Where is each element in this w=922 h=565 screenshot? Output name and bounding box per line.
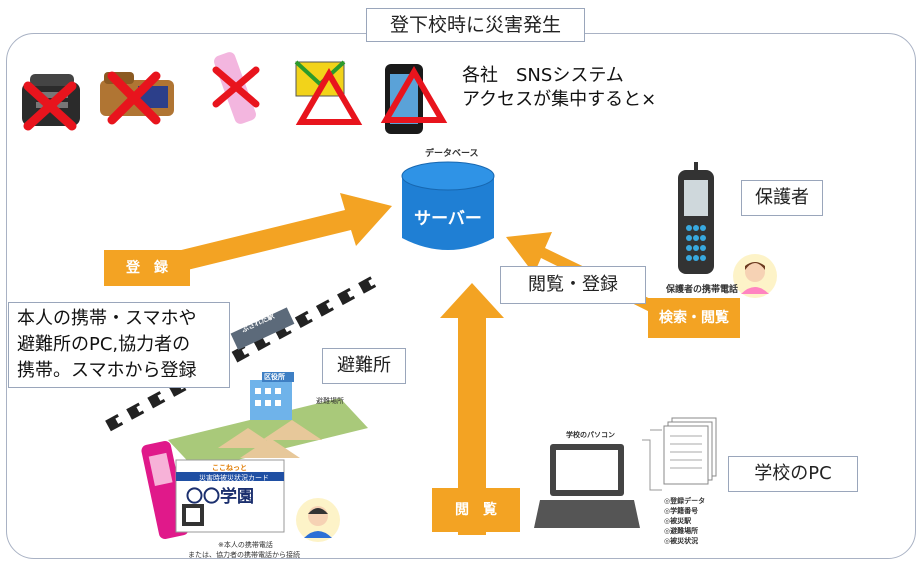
guardian-label: 保護者 <box>741 180 823 216</box>
document-item: ◎学籍番号 <box>664 507 699 515</box>
diagram-title: 登下校時に災害発生 <box>366 8 585 42</box>
guardian-phone-icon <box>678 162 714 274</box>
document-item: ◎避難場所 <box>664 527 699 535</box>
browse-arrow <box>440 283 504 535</box>
document-item: ◎登録データ <box>664 497 706 505</box>
register-note-line1: 本人の携帯・スマホや <box>17 308 197 329</box>
document-stack-icon <box>663 417 717 485</box>
sns-note: 各社 SNSシステム アクセスが集中すると× <box>462 64 656 112</box>
register-note-line3: 携帯。スマホから登録 <box>17 360 197 381</box>
card-subtitle: 災害時被災状況カード <box>199 474 269 482</box>
browse-register-label: 閲覧・登録 <box>500 266 646 304</box>
server-label: サーバー <box>414 209 482 229</box>
smartphone-icon <box>385 64 423 134</box>
guardian-avatar-icon <box>733 254 777 298</box>
shelter-area-caption: 避難場所 <box>316 397 344 405</box>
laptop-icon <box>534 444 640 528</box>
railroad-track-icon <box>105 272 383 432</box>
guardian-phone-caption: 保護者の携帯電話 <box>666 285 739 295</box>
fax-cross-icon <box>107 71 161 125</box>
laptop-caption: 学校のパソコン <box>566 431 615 439</box>
document-items: ◎登録データ ◎学籍番号 ◎被災駅 ◎避難場所 ◎被災状況 <box>664 496 705 546</box>
desk-phone-cross-icon <box>23 81 77 131</box>
sns-note-line2: アクセスが集中すると× <box>462 89 657 110</box>
disaster-card-icon <box>175 459 285 533</box>
feature-phone-cross-icon <box>212 66 260 108</box>
smartphone-warning-triangle-icon <box>380 66 448 123</box>
school-browse-label: 閲 覧 <box>432 488 520 532</box>
register-note-line2: 避難所のPC,協力者の <box>17 334 191 355</box>
server-cylinder <box>401 161 495 250</box>
mail-warning-triangle-icon <box>295 68 363 125</box>
shelter-label: 避難所 <box>322 348 406 384</box>
document-item: ◎被災状況 <box>664 537 699 545</box>
school-pc-label: 学校のPC <box>728 456 858 492</box>
card-school: 〇〇学園 <box>186 487 254 507</box>
register-label: 登 録 <box>104 250 190 286</box>
shelter-field-icon <box>168 398 368 470</box>
building-sign: 区役所 <box>262 372 287 382</box>
card-caption-line1: ※本人の携帯電話 <box>218 541 273 549</box>
student-avatar-icon <box>296 498 340 542</box>
sns-note-line1: 各社 SNSシステム <box>462 65 624 86</box>
document-item: ◎被災駅 <box>664 517 692 525</box>
card-caption-line2: または、協力者の携帯電話から接続 <box>188 551 300 559</box>
guardian-action-label: 検索・閲覧 <box>648 298 740 338</box>
server-caption: データベース <box>425 149 479 159</box>
station-sign-icon <box>230 307 295 350</box>
register-note: 本人の携帯・スマホや 避難所のPC,協力者の 携帯。スマホから登録 <box>8 302 230 388</box>
card-brand: ここねっと <box>212 464 247 472</box>
connector-lines <box>642 429 662 491</box>
